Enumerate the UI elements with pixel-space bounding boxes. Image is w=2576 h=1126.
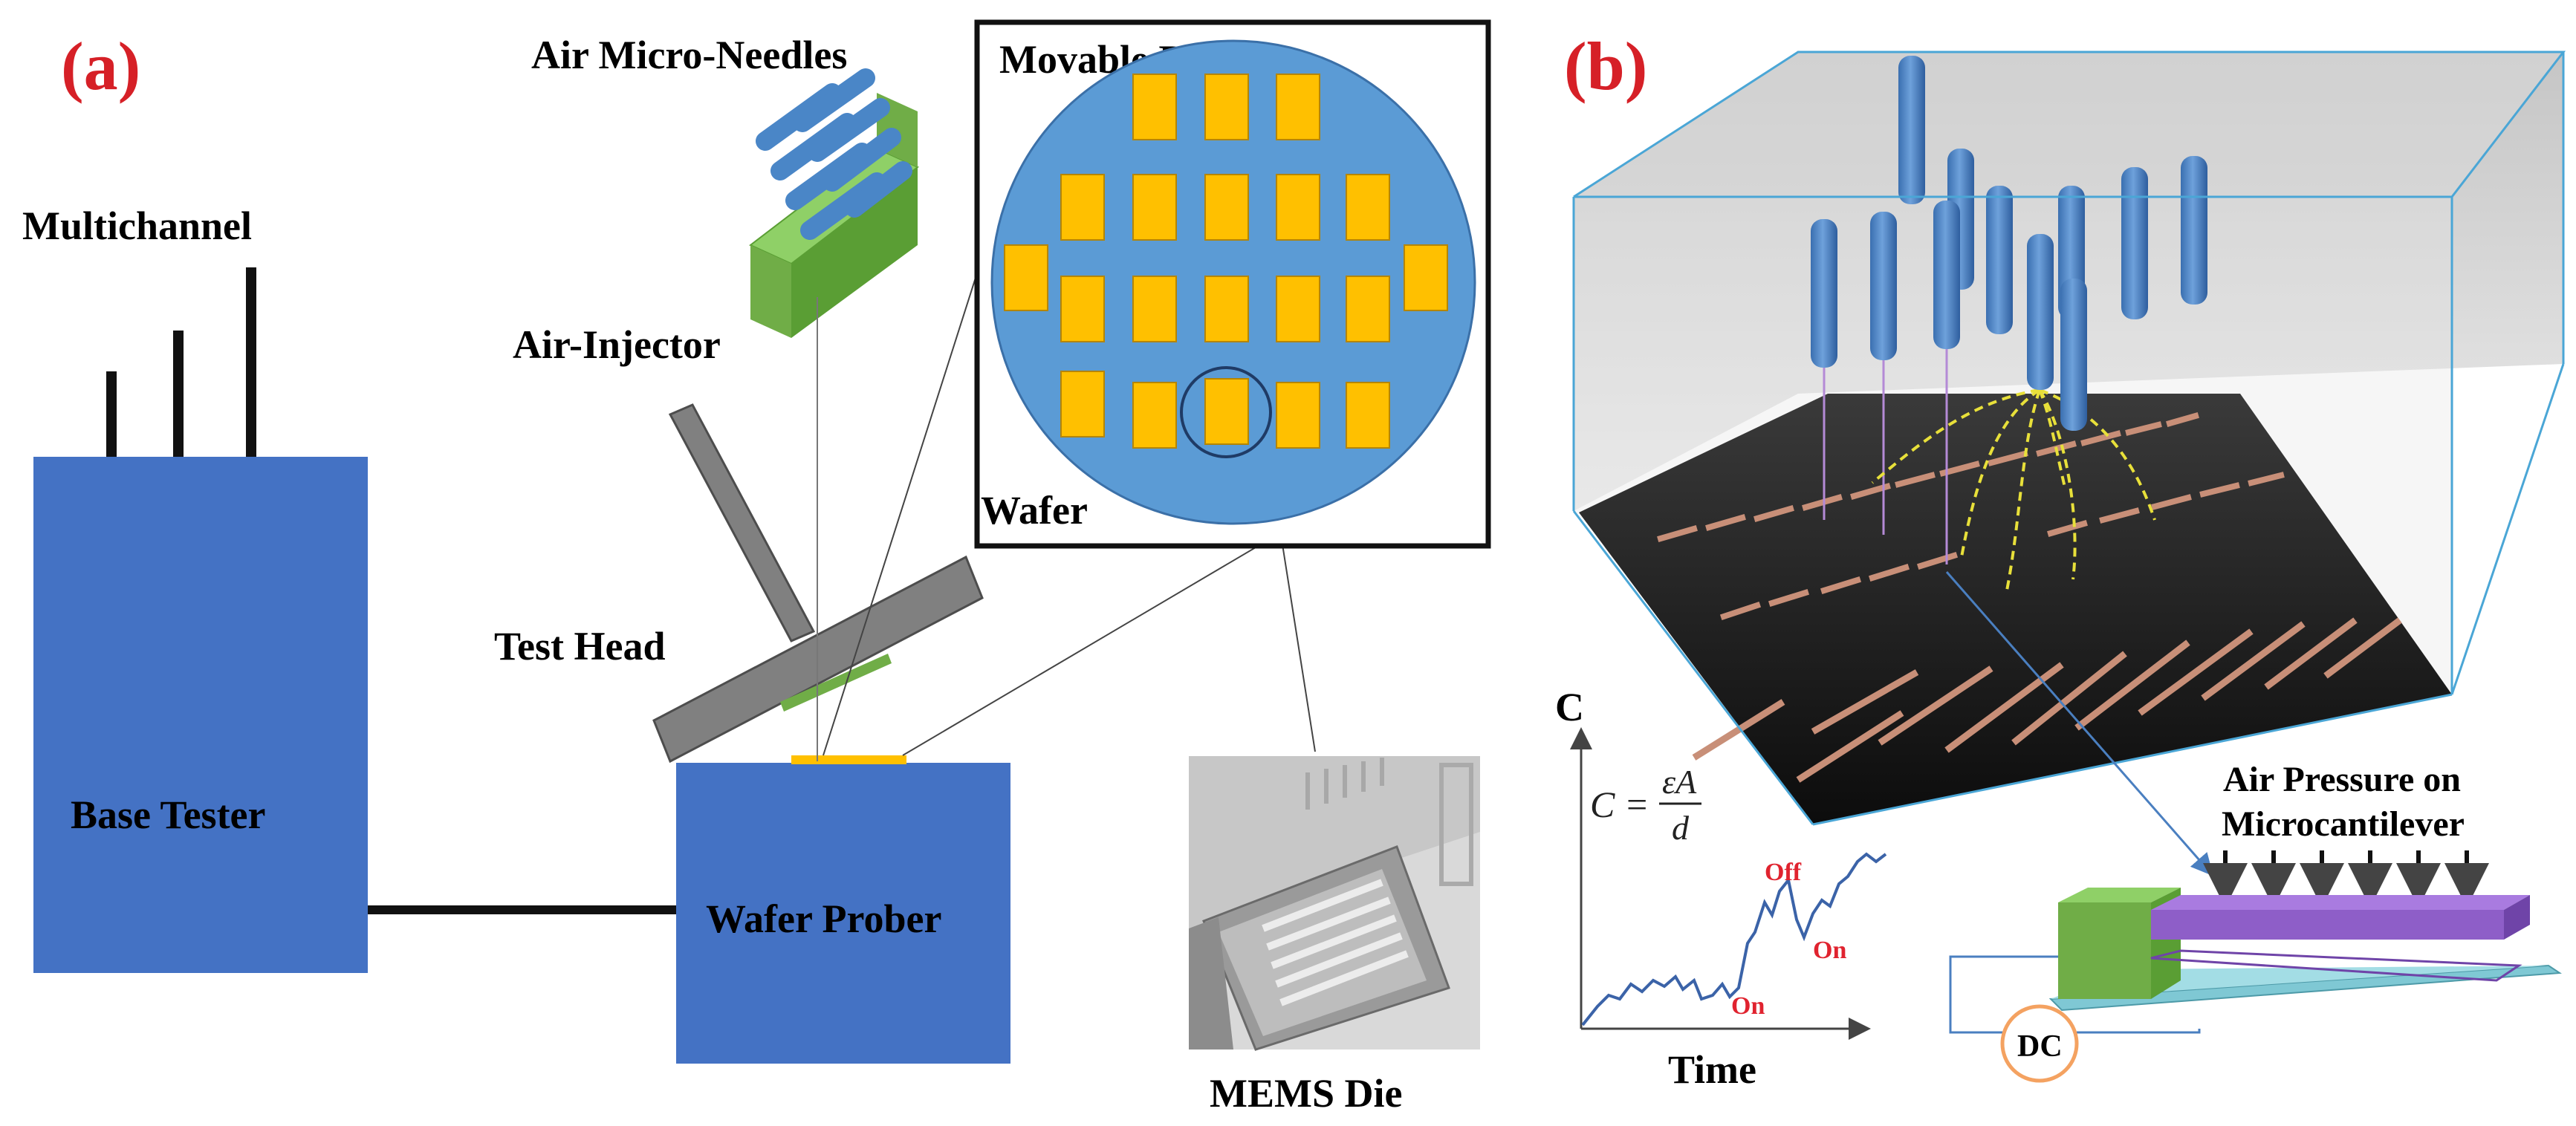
test-head-contact (780, 654, 892, 712)
prober-wafer-slot (791, 755, 906, 764)
wafer-dies (1004, 74, 1448, 449)
mems-die-label: MEMS Die (1210, 1071, 1402, 1116)
panel-a: (a) Multichannel Base Tester Wafer Probe… (22, 19, 1491, 1116)
microcantilever-beam-side (2504, 895, 2530, 940)
formula-denominator: d (1672, 809, 1690, 847)
base-tester-block (33, 457, 368, 973)
capacitance-formula: C = εA d (1590, 763, 1701, 847)
dc-circuit-wire (1949, 955, 2071, 1034)
dc-circuit-wire-return (2077, 1029, 2201, 1034)
wafer-prober-block (676, 763, 1010, 1064)
plate-devices (1657, 412, 2285, 621)
air-injector (668, 403, 816, 642)
air-flow-curves (1871, 388, 2156, 595)
air-micro-needles (749, 68, 919, 338)
wafer-label: Wafer (981, 488, 1088, 533)
needle-drop-lines (1823, 349, 1948, 564)
wafer-prober-label: Wafer Prober (706, 896, 941, 941)
air-needle-pillars (1811, 56, 2207, 431)
cantilever-anchor-front (2058, 902, 2151, 999)
multichannel-cables (106, 267, 256, 461)
multichannel-label: Multichannel (22, 204, 252, 248)
mems-die-image (1189, 756, 1480, 1051)
formula-lhs: C = (1590, 784, 1649, 825)
test-head-label: Test Head (494, 624, 666, 668)
on-label-1: On (1731, 992, 1765, 1020)
base-tester-label: Base Tester (71, 793, 266, 837)
capacitance-graph: C Time C = εA d Off On On (1555, 685, 1887, 1092)
on-label-2: On (1813, 937, 1846, 964)
cantilever-anchor-top (2058, 888, 2181, 902)
microcantilever-beam-top (2151, 895, 2530, 910)
formula-numerator: εA (1662, 763, 1697, 801)
panel-b-letter: (b) (1564, 28, 1647, 104)
dc-source (2000, 1004, 2079, 1083)
air-pressure-label-line2: Microcantilever (2222, 804, 2465, 844)
sample-plate (1579, 394, 2452, 824)
c-axis-label: C (1555, 685, 1584, 729)
air-injector-label: Air-Injector (513, 322, 721, 367)
panel-a-letter: (a) (61, 28, 140, 104)
chamber-edges (1572, 51, 2566, 826)
plate-long-devices (1692, 617, 2402, 783)
air-micro-needles-label: Air Micro-Needles (531, 33, 847, 77)
microcantilever-beam (2151, 910, 2504, 940)
selected-die-circle (1180, 366, 1272, 458)
off-label: Off (1765, 859, 1802, 886)
chamber-top-face (1574, 52, 2563, 197)
panel-b: (b) (1555, 28, 2566, 1092)
pressure-arrows (2203, 850, 2489, 908)
zoom-arrow (1945, 571, 2213, 876)
air-pressure-label-line1: Air Pressure on (2223, 760, 2461, 799)
dc-label: DC (2017, 1029, 2063, 1064)
deflected-beam-outline (2150, 949, 2523, 982)
time-axis-label: Time (1668, 1047, 1756, 1092)
capacitance-curve (1581, 852, 1887, 1026)
